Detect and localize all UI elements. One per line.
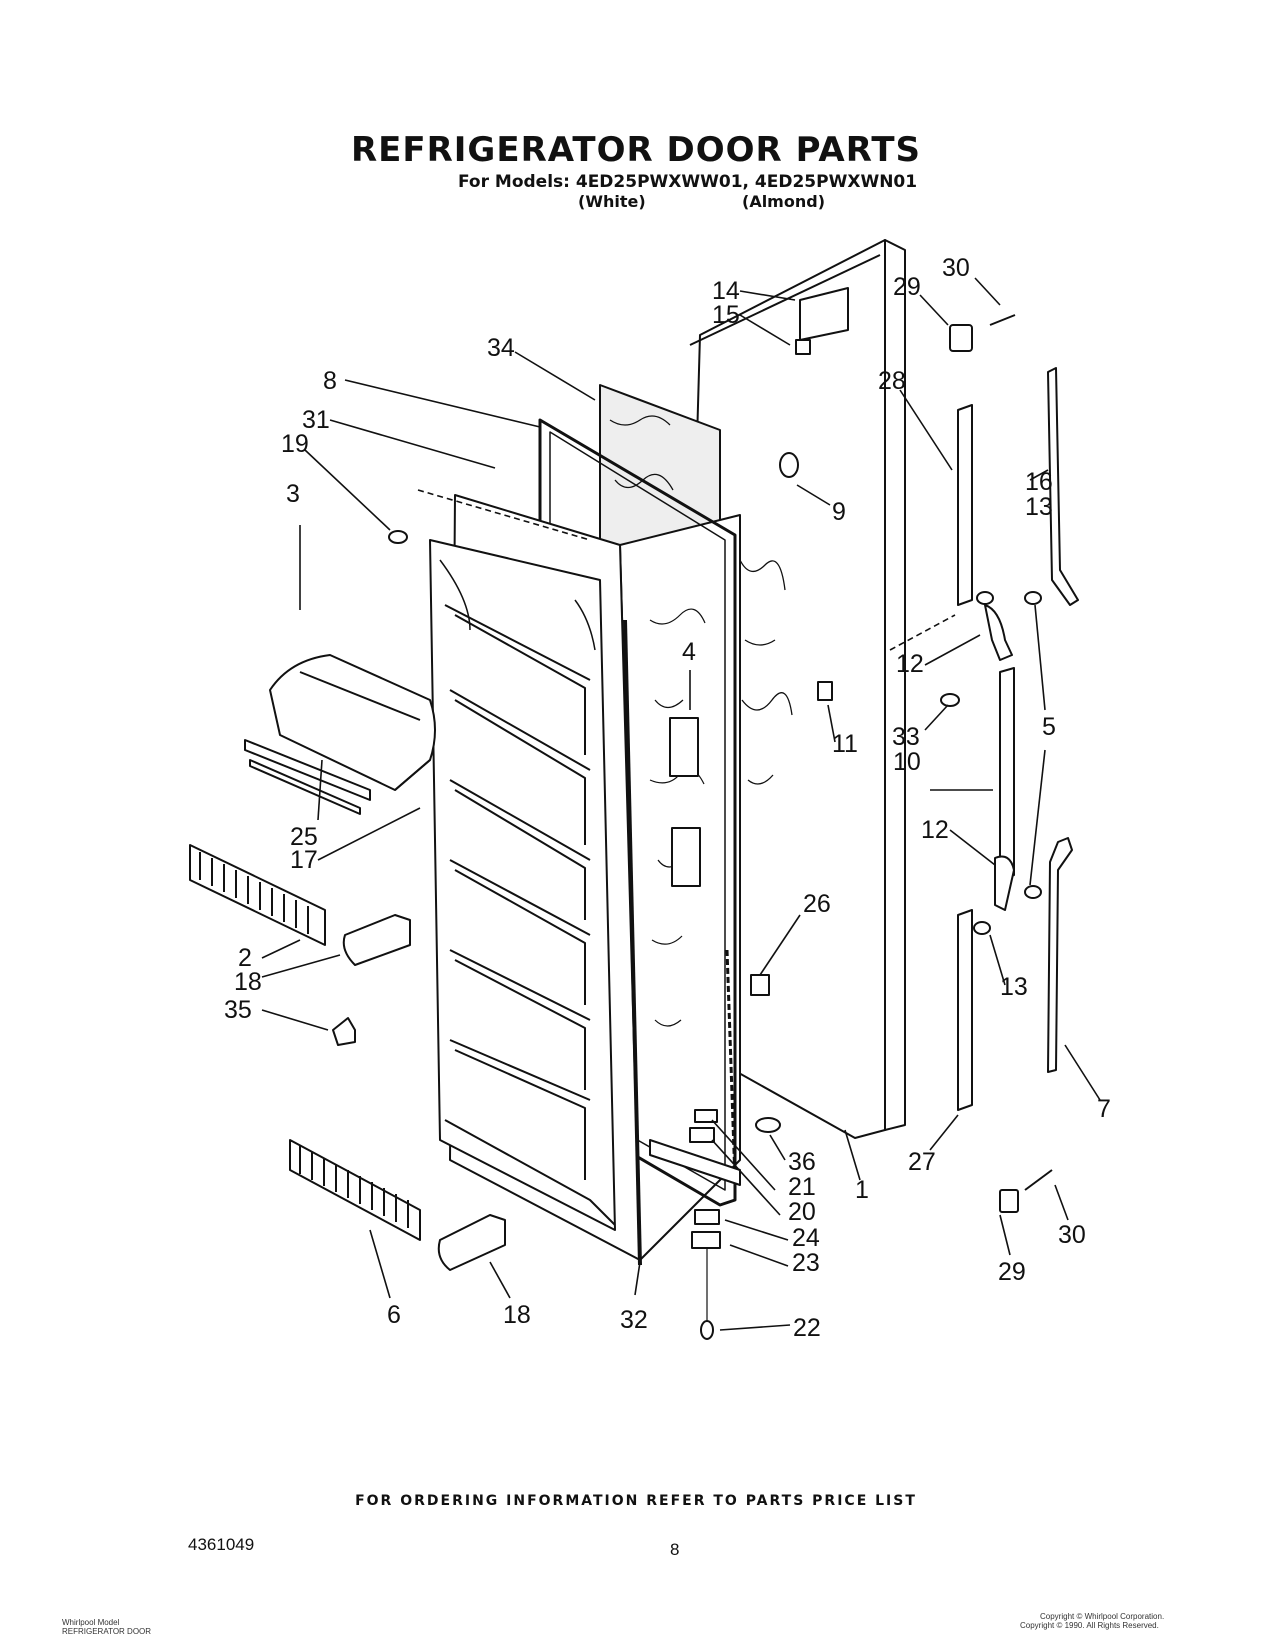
callout-9: 9 bbox=[832, 498, 846, 526]
fine-print-right-1: Copyright © Whirlpool Corporation. bbox=[1040, 1612, 1165, 1621]
callout-23: 23 bbox=[792, 1249, 820, 1277]
callout-5: 5 bbox=[1042, 713, 1056, 741]
page-number: 8 bbox=[670, 1540, 680, 1559]
callout-18-left: 18 bbox=[234, 968, 262, 996]
callout-19: 19 bbox=[281, 430, 309, 458]
callout-6: 6 bbox=[387, 1301, 401, 1329]
callout-4: 4 bbox=[682, 638, 696, 666]
handle-assembly bbox=[957, 367, 1079, 1111]
dairy-bin bbox=[244, 654, 436, 815]
callout-31: 31 bbox=[302, 406, 330, 434]
callout-24: 24 bbox=[792, 1224, 820, 1252]
callout-8: 8 bbox=[323, 367, 337, 395]
document-number: 4361049 bbox=[188, 1535, 255, 1554]
bottle-retainer-lower bbox=[289, 1139, 421, 1241]
fine-print-left-2: REFRIGERATOR DOOR bbox=[62, 1627, 152, 1636]
callout-16: 16 bbox=[1025, 468, 1053, 496]
fine-print-right-2: Copyright © 1990. All Rights Reserved. bbox=[1020, 1621, 1159, 1630]
variant-white: (White) bbox=[578, 192, 646, 211]
ordering-note: FOR ORDERING INFORMATION REFER TO PARTS … bbox=[355, 1493, 917, 1509]
callout-3: 3 bbox=[286, 480, 300, 508]
callout-32: 32 bbox=[620, 1306, 648, 1334]
callout-28: 28 bbox=[878, 367, 906, 395]
fine-print-left-1: Whirlpool Model bbox=[62, 1618, 120, 1627]
callout-15: 15 bbox=[712, 301, 740, 329]
callout-30: 30 bbox=[942, 254, 970, 282]
callout-29-bottom: 29 bbox=[998, 1258, 1026, 1286]
callout-34: 34 bbox=[487, 334, 515, 362]
page-title: REFRIGERATOR DOOR PARTS bbox=[350, 130, 922, 170]
callout-7: 7 bbox=[1097, 1095, 1111, 1123]
callout-18-bottom: 18 bbox=[503, 1301, 531, 1329]
variant-almond: (Almond) bbox=[742, 192, 825, 211]
callout-14: 14 bbox=[712, 277, 740, 305]
callout-25: 25 bbox=[290, 823, 318, 851]
callout-11: 11 bbox=[832, 730, 858, 758]
callout-26: 26 bbox=[803, 890, 831, 918]
leader-lines bbox=[261, 277, 1101, 1331]
callout-2: 2 bbox=[238, 944, 252, 972]
callout-12-bottom: 12 bbox=[921, 816, 949, 844]
inner-door-liner bbox=[429, 494, 641, 1261]
callout-13-top: 13 bbox=[1025, 493, 1053, 521]
callout-20: 20 bbox=[788, 1198, 816, 1226]
callout-17: 17 bbox=[290, 846, 318, 874]
callout-12-top: 12 bbox=[896, 650, 924, 678]
callout-13-bottom: 13 bbox=[1000, 973, 1028, 1001]
callout-35: 35 bbox=[224, 996, 252, 1024]
callout-36: 36 bbox=[788, 1148, 816, 1176]
callout-1: 1 bbox=[855, 1176, 869, 1204]
callout-22: 22 bbox=[793, 1314, 821, 1342]
callout-10: 10 bbox=[893, 748, 921, 776]
models-line: For Models: 4ED25PWXWW01, 4ED25PWXWN01 bbox=[458, 172, 918, 192]
callout-labels: 14 15 30 29 34 8 28 31 19 9 16 13 3 4 12… bbox=[224, 254, 1111, 1342]
callout-33: 33 bbox=[892, 723, 920, 751]
fasteners bbox=[388, 287, 1053, 1340]
callout-30-bottom: 30 bbox=[1058, 1221, 1086, 1249]
callout-27: 27 bbox=[908, 1148, 936, 1176]
bottle-retainer-upper bbox=[189, 844, 326, 946]
callout-29: 29 bbox=[893, 273, 921, 301]
callout-21: 21 bbox=[788, 1173, 816, 1201]
